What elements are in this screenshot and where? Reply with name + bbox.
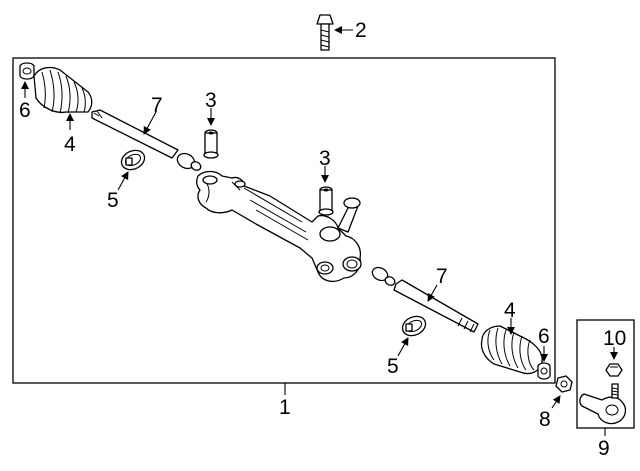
steering-gear-housing-part xyxy=(196,170,362,283)
grommet-lower-part xyxy=(318,186,334,216)
callout-6-right: 6 xyxy=(538,325,550,348)
callout-3-left: 3 xyxy=(205,89,217,112)
jam-nut-part xyxy=(555,375,573,393)
assembly-frame xyxy=(12,57,556,384)
leader-7-right xyxy=(427,284,438,302)
leader-5-right xyxy=(397,337,409,357)
boot-clamp-right-part xyxy=(537,362,551,380)
leader-8 xyxy=(551,395,561,409)
callout-9: 9 xyxy=(598,437,610,460)
callout-4-left: 4 xyxy=(64,133,76,156)
boot-band-left-part xyxy=(120,149,146,171)
callout-2: 2 xyxy=(355,19,367,42)
leader-7-left xyxy=(143,111,157,135)
rack-boot-left-part xyxy=(33,66,93,114)
callout-7-right: 7 xyxy=(436,265,448,288)
callout-1: 1 xyxy=(279,396,291,419)
grommet-upper-part xyxy=(203,129,219,159)
castle-nut-part xyxy=(605,363,623,377)
callout-5-left: 5 xyxy=(107,189,119,212)
outer-tie-rod-end-part xyxy=(579,383,627,425)
callout-7-left: 7 xyxy=(151,94,163,117)
mounting-bolt-part xyxy=(316,14,334,51)
callout-10: 10 xyxy=(603,327,626,350)
inner-tie-rod-left-part xyxy=(91,109,202,171)
leader-5-left xyxy=(117,171,129,191)
callout-6-left: 6 xyxy=(19,99,31,122)
callout-4-right: 4 xyxy=(504,299,516,322)
callout-5-right: 5 xyxy=(387,355,399,378)
callout-8: 8 xyxy=(539,408,551,431)
inner-tie-rod-right-part xyxy=(371,266,479,333)
rack-boot-right-part xyxy=(480,325,543,375)
boot-band-right-part xyxy=(401,315,427,337)
callout-3-right: 3 xyxy=(319,147,331,170)
boot-clamp-left-part xyxy=(19,62,35,80)
